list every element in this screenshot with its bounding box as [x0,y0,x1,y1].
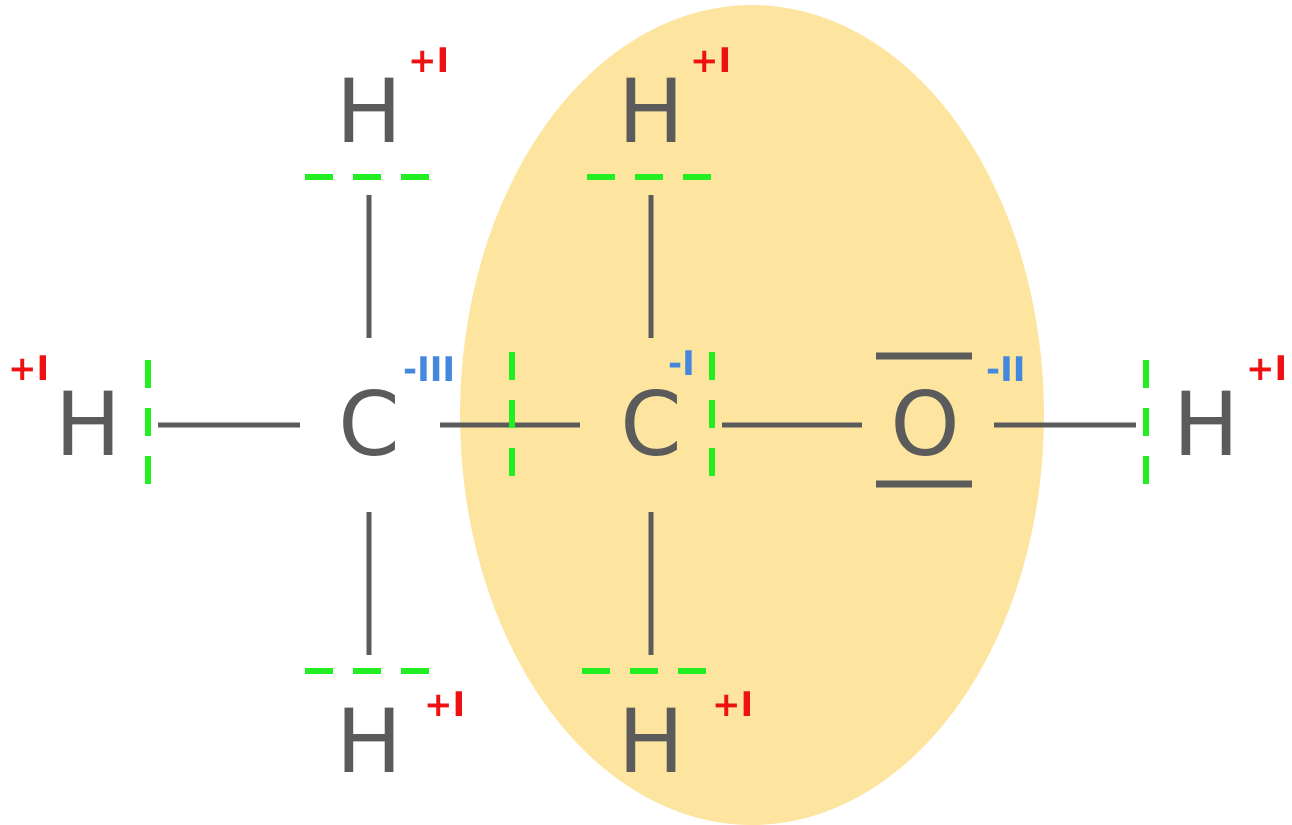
atom-h-hydroxyl: H [1173,373,1239,476]
atom-h-methyl-left: H [55,373,121,476]
atom-c-methyl: C [338,373,399,476]
ox-h-ch2-top: +I [690,41,731,81]
oxygen-lone-pairs [876,352,972,488]
ox-h-ch2-bottom: +I [712,685,753,725]
ox-c-ch2: -I [668,344,695,384]
ox-c-methyl: -III [403,350,455,390]
ox-h-hydroxyl: +I [1246,349,1287,389]
highlight-ellipse [460,5,1044,825]
oxidation-state-labels: +I +I +I -III +I +I -I -II +I [8,41,1287,725]
atom-h-ch2-top: H [618,60,684,163]
atom-h-methyl-bottom: H [336,690,402,793]
ox-h-methyl-top: +I [408,41,449,81]
atom-h-ch2-bottom: H [618,690,684,793]
atoms: H H H C H H C O H [55,60,1239,793]
ox-o-hydroxyl: -II [986,350,1025,390]
atom-o-hydroxyl: O [890,373,959,476]
atom-c-ch2: C [620,373,681,476]
bond-split-markers [145,174,1149,674]
ox-h-methyl-left: +I [8,349,49,389]
atom-h-methyl-top: H [336,60,402,163]
ox-h-methyl-bottom: +I [424,685,465,725]
